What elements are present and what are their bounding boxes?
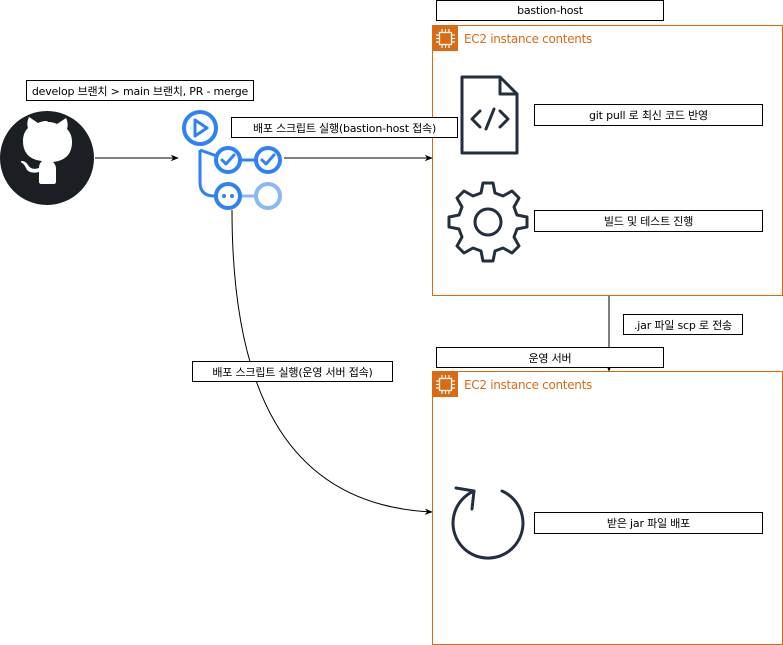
pr-merge-label: develop 브랜치 > main 브랜치, PR - merge <box>26 80 254 101</box>
ec2-title-prod: EC2 instance contents <box>464 378 592 392</box>
refresh-icon <box>451 486 525 560</box>
deploy-jar-label: 받은 jar 파일 배포 <box>534 512 763 534</box>
prod-server-label: 운영 서버 <box>436 347 664 368</box>
git-pull-label: git pull 로 최신 코드 반영 <box>534 104 763 126</box>
gear-icon <box>447 181 529 263</box>
github-logo-icon <box>0 111 94 205</box>
github-actions-workflow-icon <box>182 110 282 210</box>
jar-scp-label: .jar 파일 scp 로 전송 <box>623 314 743 335</box>
bastion-host-label: bastion-host <box>436 0 664 21</box>
build-test-label: 빌드 및 테스트 진행 <box>534 210 763 232</box>
code-file-icon <box>460 75 519 155</box>
ec2-instance-icon <box>433 372 458 397</box>
ec2-title-bastion: EC2 instance contents <box>464 32 592 46</box>
arrow-actions-to-prod <box>231 209 433 515</box>
deploy-bastion-label: 배포 스크립트 실행(bastion-host 접속) <box>231 117 458 138</box>
ec2-instance-icon <box>433 26 458 51</box>
deploy-prod-label: 배포 스크립트 실행(운영 서버 접속) <box>192 361 393 382</box>
